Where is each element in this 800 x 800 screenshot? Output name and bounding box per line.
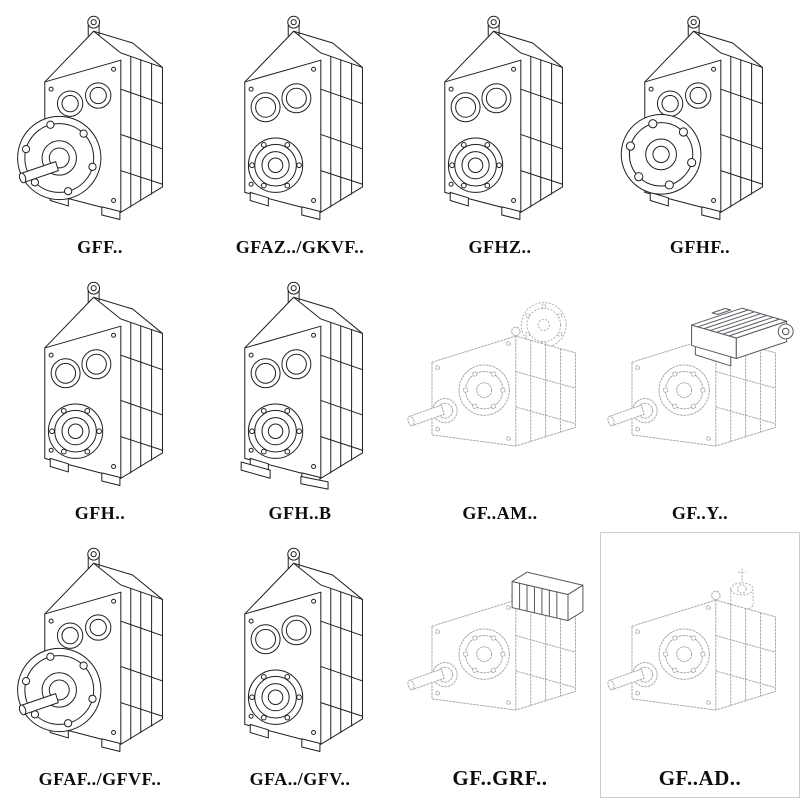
- model-label: GFA../GFV..: [249, 769, 351, 790]
- catalog-cell-gfhf: GFHF..: [600, 0, 800, 266]
- model-label: GF..GRF..: [452, 765, 548, 790]
- model-label: GFAZ../GKVF..: [235, 237, 365, 258]
- input-adapter-stub: [730, 568, 754, 611]
- gearbox-illustration-hollow-shaft: [0, 266, 200, 504]
- catalog-cell-gfh: GFH..: [0, 266, 200, 532]
- catalog-cell-gf-grf: GF..GRF..: [400, 532, 600, 798]
- gearbox-illustration-fin-unit: [400, 532, 600, 767]
- gearbox-illustration-flange-hollow: [600, 0, 800, 238]
- catalog-cell-gfa-gfv: GFA../GFV..: [200, 532, 400, 798]
- gearbox-illustration-hollow-shaft: [200, 0, 400, 238]
- gearbox-illustration-flange-shaft: [0, 0, 200, 238]
- gearbox-illustration-flange-shaft: [0, 532, 200, 770]
- gearbox-illustration-hollow-shaft-foot: [200, 266, 400, 504]
- model-label: GF..AM..: [462, 503, 538, 524]
- catalog-cell-gf-ad: GF..AD..: [600, 532, 800, 798]
- model-label: GFAF../GFVF..: [38, 769, 162, 790]
- catalog-cell-gfaf-gfvf: GFAF../GFVF..: [0, 532, 200, 798]
- gearbox-illustration-hollow-shaft: [400, 0, 600, 238]
- catalog-cell-gfhz: GFHZ..: [400, 0, 600, 266]
- motor: [691, 307, 794, 367]
- gearbox-illustration-hollow-shaft: [200, 532, 400, 770]
- catalog-cell-gfaz-gkvf: GFAZ../GKVF..: [200, 0, 400, 266]
- gearbox-illustration-with-motor: [600, 266, 800, 504]
- catalog-cell-gf-am: GF..AM..: [400, 266, 600, 532]
- gearbox-illustration-motor-adapter-flange: [400, 266, 600, 504]
- model-label: GFF..: [77, 237, 123, 258]
- catalog-cell-gff: GFF..: [0, 0, 200, 266]
- foot-bracket: [240, 461, 329, 490]
- fin-unit: [511, 571, 584, 622]
- catalog-cell-gf-y: GF..Y..: [600, 266, 800, 532]
- model-label: GFHF..: [669, 237, 731, 258]
- model-label: GF..AD..: [658, 765, 742, 790]
- model-label: GFH..B: [268, 503, 332, 524]
- model-label: GF..Y..: [671, 503, 729, 524]
- model-label: GFH..: [74, 503, 126, 524]
- model-label: GFHZ..: [468, 237, 532, 258]
- catalog-cell-gfh-b: GFH..B: [200, 266, 400, 532]
- gearbox-illustration-input-adapter: [600, 532, 800, 767]
